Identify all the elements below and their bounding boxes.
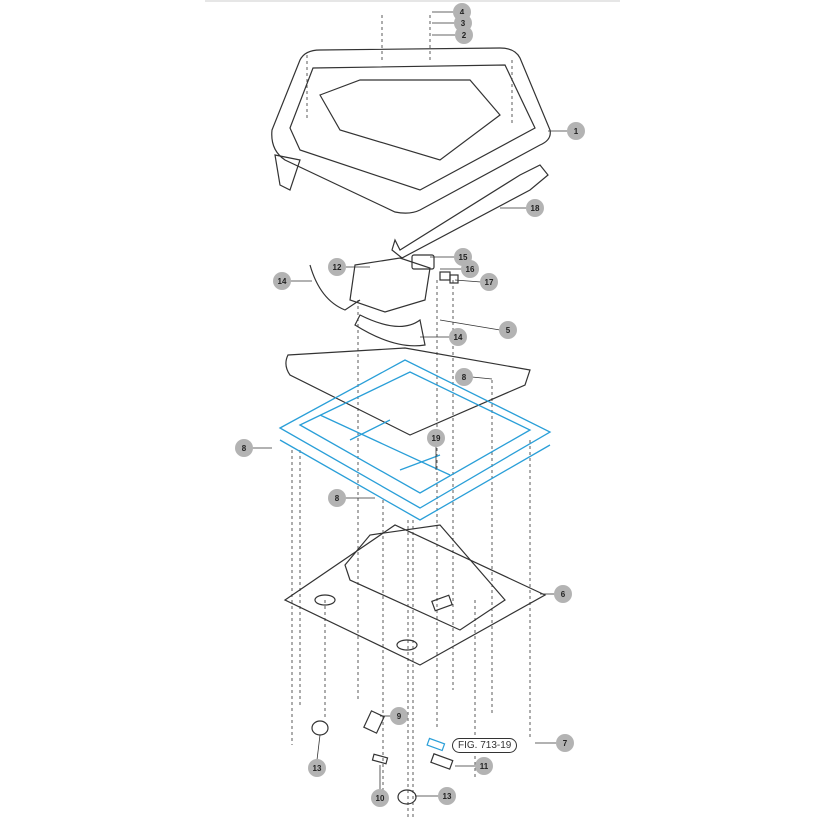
callout-2: 2 xyxy=(455,26,473,44)
alignment-lines xyxy=(291,15,531,820)
callout-8c: 8 xyxy=(328,489,346,507)
leader-lines xyxy=(252,11,568,797)
callout-5: 5 xyxy=(499,321,517,339)
callout-9: 9 xyxy=(390,707,408,725)
callout-11: 11 xyxy=(475,757,493,775)
lid-assembly xyxy=(271,47,551,259)
callout-1: 1 xyxy=(567,122,585,140)
callout-6: 6 xyxy=(554,585,572,603)
callout-13: 13 xyxy=(308,759,326,777)
callout-14: 14 xyxy=(273,272,291,290)
base-pan xyxy=(283,524,547,666)
callout-16: 16 xyxy=(461,260,479,278)
callout-7: 7 xyxy=(556,734,574,752)
heater-unit xyxy=(285,254,531,436)
callout-8b: 8 xyxy=(235,439,253,457)
callout-18: 18 xyxy=(526,199,544,217)
frame-assembly xyxy=(278,359,552,521)
callout-14b: 14 xyxy=(449,328,467,346)
callout-17: 17 xyxy=(480,273,498,291)
callout-8: 8 xyxy=(455,368,473,386)
callout-12: 12 xyxy=(328,258,346,276)
figure-reference-label: FIG. 713-19 xyxy=(452,738,518,753)
callout-13b: 13 xyxy=(438,787,456,805)
callout-10: 10 xyxy=(371,789,389,807)
callout-19: 19 xyxy=(427,429,445,447)
